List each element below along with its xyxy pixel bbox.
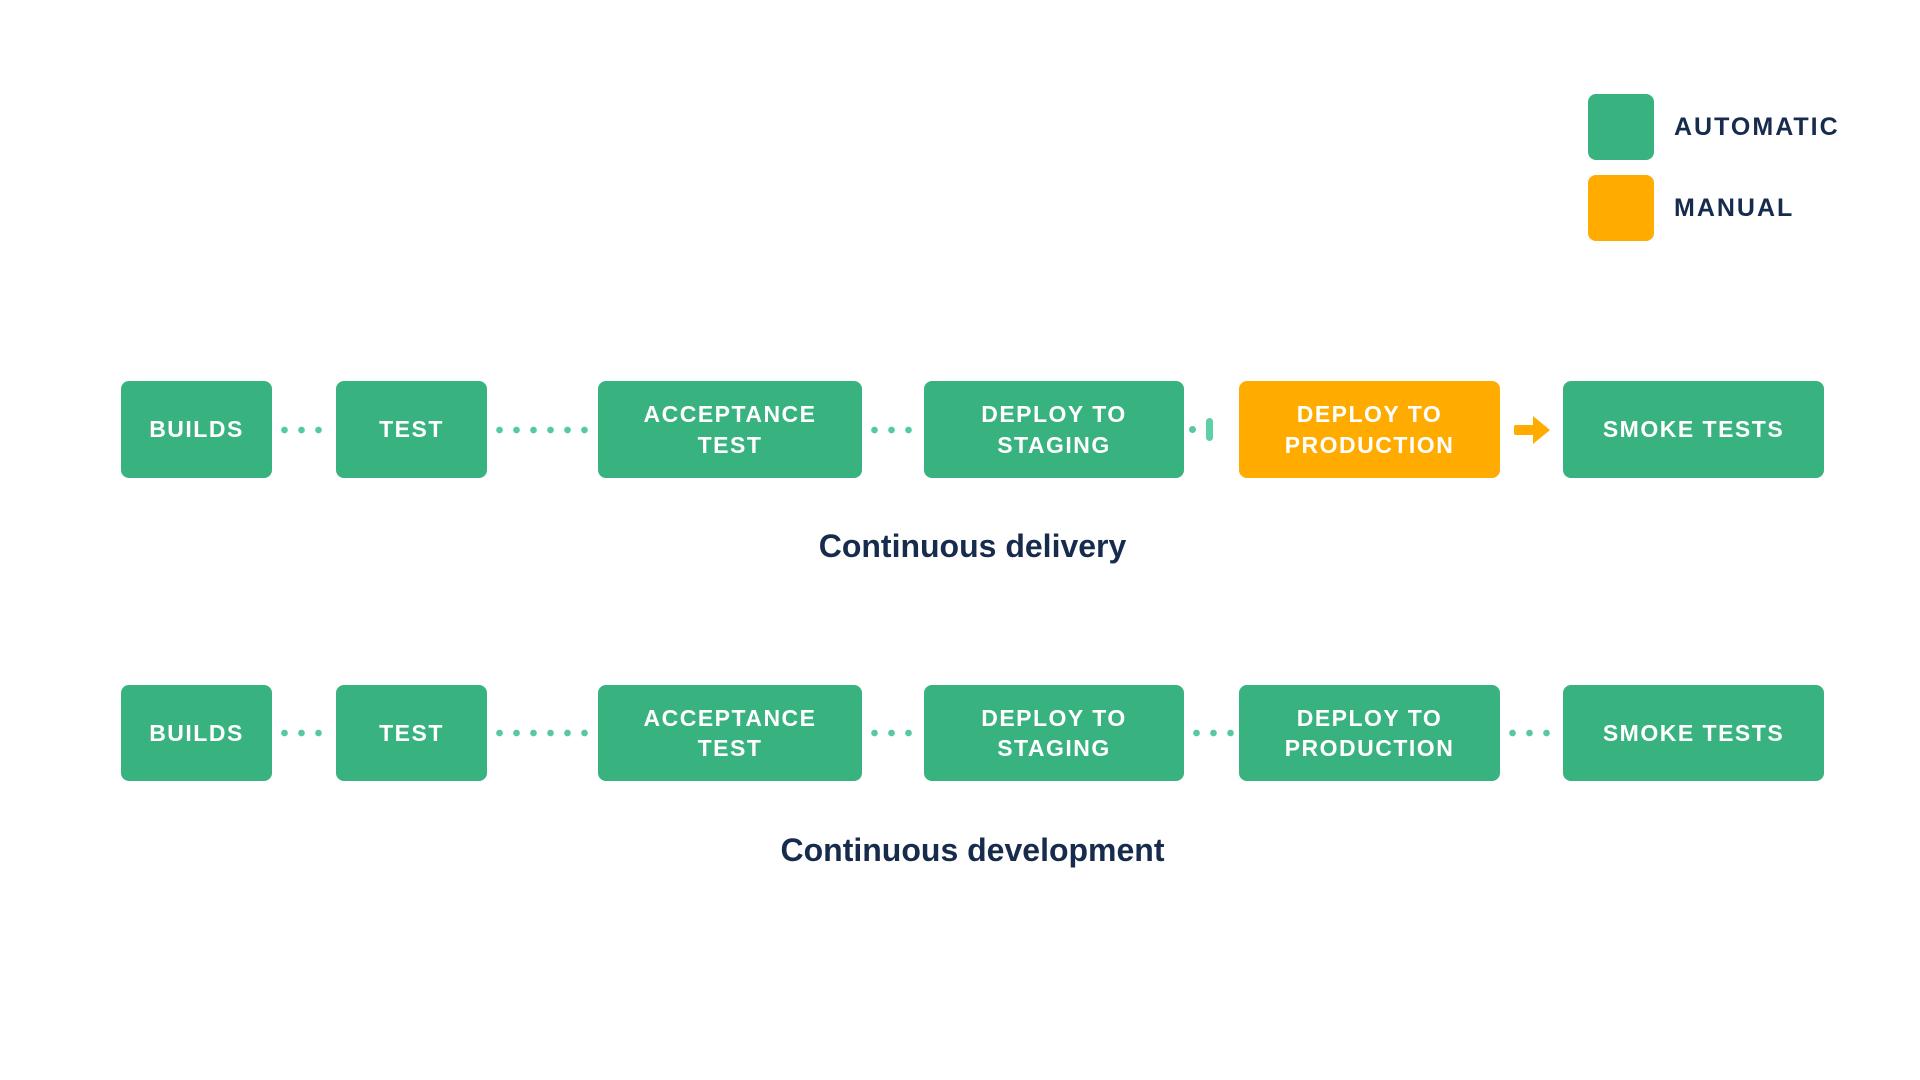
step-label: DEPLOY TO PRODUCTION — [1284, 704, 1455, 761]
step-label: TEST — [379, 719, 444, 746]
development-step-test: TEST — [336, 685, 487, 781]
manual-gate — [1188, 418, 1235, 441]
manual-color-swatch — [1588, 175, 1654, 241]
pipeline-continuous-delivery: BUILDS TEST ACCEPTANCE TEST DEPLOY TO ST… — [121, 381, 1824, 478]
manual-gate-connector — [1184, 381, 1239, 478]
development-step-deploy-production: DEPLOY TO PRODUCTION — [1239, 685, 1500, 781]
dotted-connector — [487, 381, 598, 478]
delivery-step-test: TEST — [336, 381, 487, 478]
dotted-line — [866, 729, 920, 737]
gate-bar-icon — [1206, 418, 1213, 441]
dotted-line — [866, 425, 920, 434]
dotted-line — [491, 425, 594, 434]
caption-continuous-development: Continuous development — [780, 832, 1165, 868]
delivery-step-acceptance-test: ACCEPTANCE TEST — [598, 381, 862, 478]
development-step-smoke-tests: SMOKE TESTS — [1563, 685, 1824, 781]
step-label: DEPLOY TO STAGING — [981, 704, 1127, 761]
arrow-connector — [1500, 381, 1563, 478]
dotted-line — [276, 425, 332, 434]
legend: AUTOMATIC MANUAL — [1588, 94, 1840, 256]
delivery-step-deploy-production: DEPLOY TO PRODUCTION — [1239, 381, 1500, 478]
dotted-connector — [272, 685, 336, 781]
step-label: DEPLOY TO PRODUCTION — [1284, 401, 1455, 458]
legend-item-automatic: AUTOMATIC — [1588, 94, 1840, 160]
dotted-connector — [272, 381, 336, 478]
dotted-connector — [1500, 685, 1563, 781]
automatic-color-swatch — [1588, 94, 1654, 160]
legend-item-manual: MANUAL — [1588, 175, 1840, 241]
step-label: TEST — [379, 416, 444, 443]
development-step-acceptance-test: ACCEPTANCE TEST — [598, 685, 862, 781]
dotted-connector — [1184, 685, 1239, 781]
dotted-connector — [487, 685, 598, 781]
gate-dot-icon — [1189, 426, 1196, 433]
development-step-builds: BUILDS — [121, 685, 272, 781]
delivery-step-smoke-tests: SMOKE TESTS — [1563, 381, 1824, 478]
step-label: SMOKE TESTS — [1602, 719, 1785, 746]
legend-label-automatic: AUTOMATIC — [1674, 112, 1840, 141]
step-label: SMOKE TESTS — [1602, 416, 1785, 443]
dotted-line — [1504, 729, 1559, 737]
dotted-connector — [862, 381, 924, 478]
step-label: BUILDS — [149, 719, 244, 746]
delivery-step-deploy-staging: DEPLOY TO STAGING — [924, 381, 1184, 478]
dotted-line — [1188, 729, 1235, 737]
dotted-line — [276, 729, 332, 737]
step-label: DEPLOY TO STAGING — [981, 401, 1127, 458]
development-step-deploy-staging: DEPLOY TO STAGING — [924, 685, 1184, 781]
legend-label-manual: MANUAL — [1674, 193, 1795, 222]
step-label: ACCEPTANCE TEST — [643, 401, 817, 458]
dotted-line — [491, 729, 594, 737]
step-label: BUILDS — [149, 416, 244, 443]
pipeline-continuous-development: BUILDS TEST ACCEPTANCE TEST DEPLOY TO ST… — [121, 685, 1824, 781]
caption-continuous-delivery: Continuous delivery — [818, 528, 1127, 564]
dotted-connector — [862, 685, 924, 781]
step-label: ACCEPTANCE TEST — [643, 704, 817, 761]
delivery-step-builds: BUILDS — [121, 381, 272, 478]
right-arrow-icon — [1504, 415, 1559, 444]
